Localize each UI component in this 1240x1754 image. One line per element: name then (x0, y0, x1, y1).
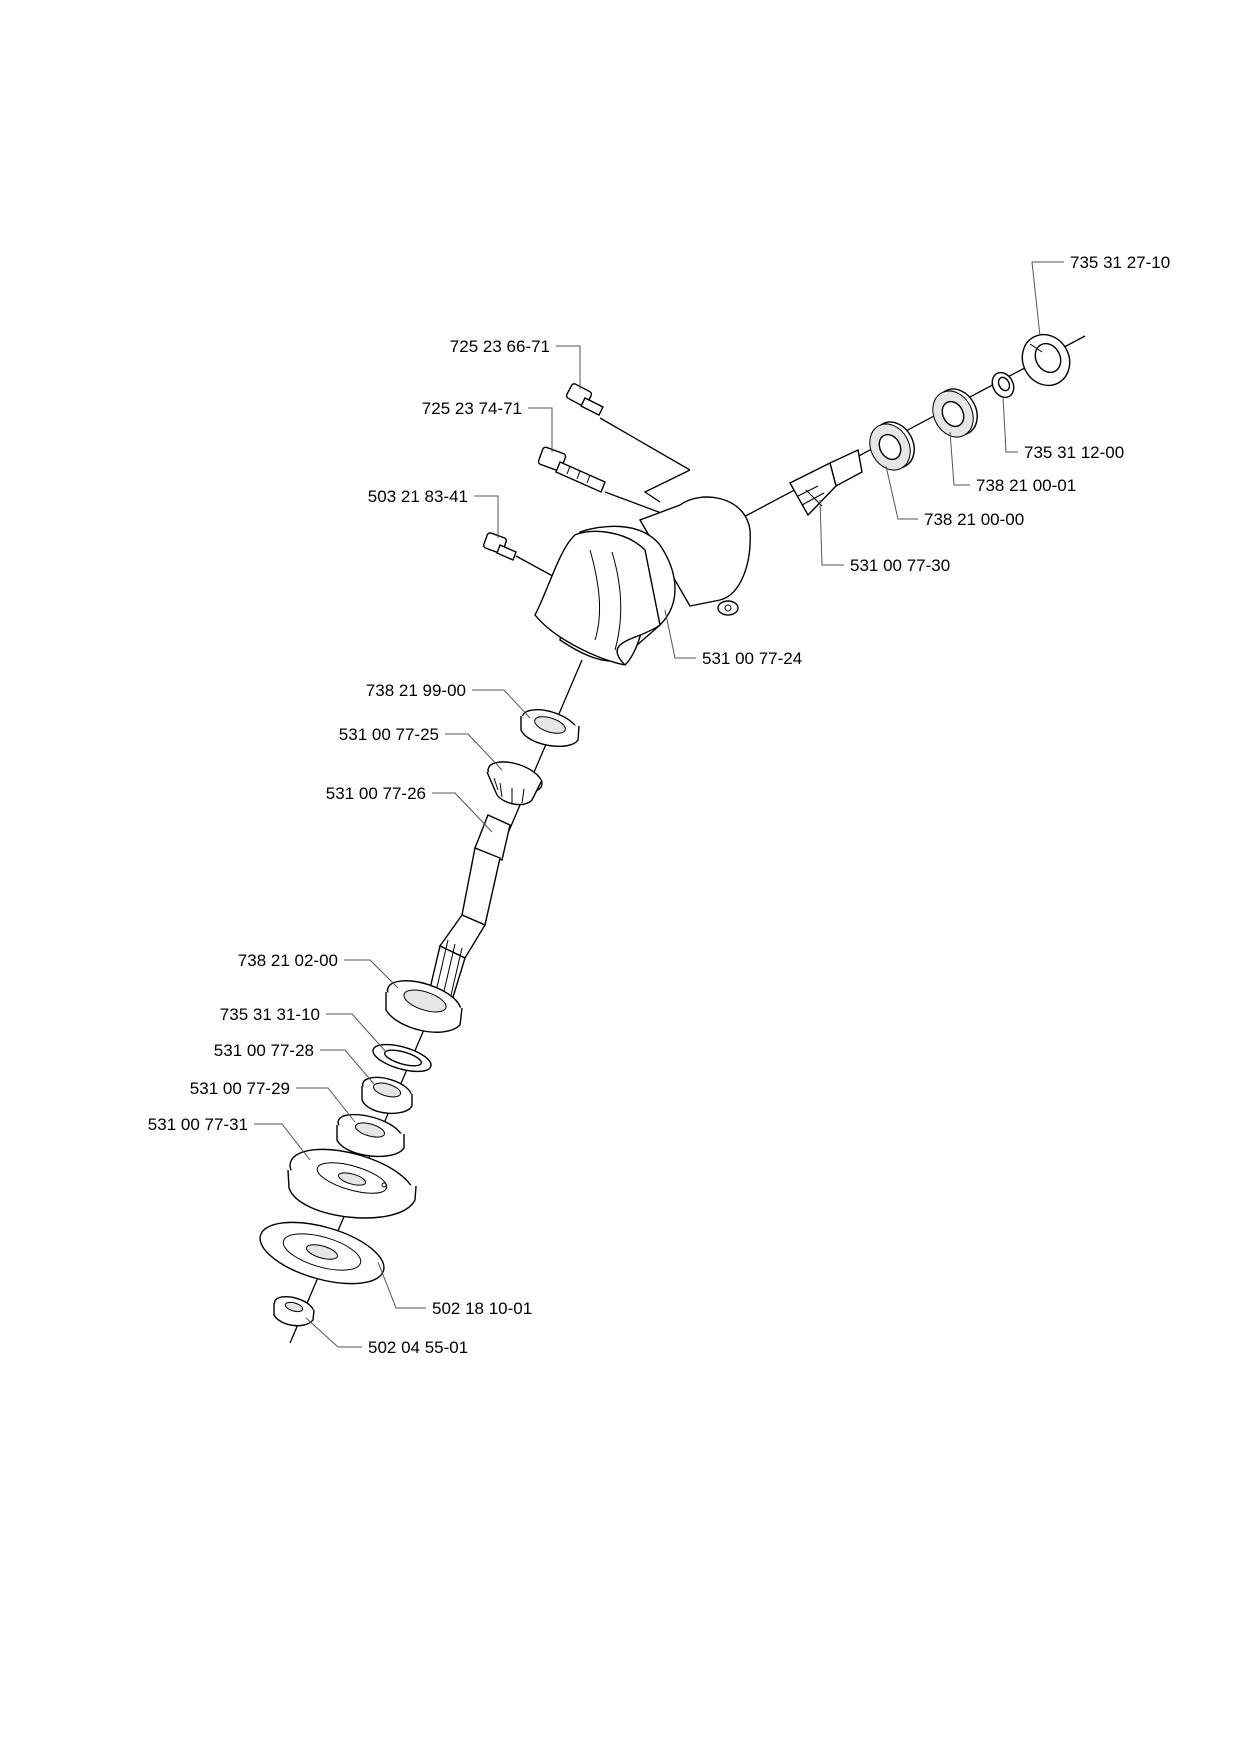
bolt-725-23-66-71-part (565, 383, 604, 416)
bevel-gear-part (486, 761, 543, 806)
label-738-21-02-00: 738 21 02-00 (238, 951, 338, 970)
leader-735-31-27-10 (1031, 261, 1064, 337)
label-735-31-27-10: 735 31 27-10 (1070, 253, 1170, 272)
leader-lines (254, 261, 1064, 1348)
leader-738-21-99-00 (472, 689, 531, 719)
label-531-00-77-25: 531 00 77-25 (339, 725, 439, 744)
leader-735-31-31-10 (326, 1013, 387, 1053)
leader-738-21-00-01 (949, 431, 970, 486)
label-531-00-77-24: 531 00 77-24 (702, 649, 802, 668)
spacer-531-00-77-28-part (361, 1076, 413, 1115)
gear-housing-part (534, 496, 751, 666)
bearing-738-21-99-00-part (520, 709, 580, 747)
leader-725-23-74-71 (528, 407, 553, 452)
bearing-lower-part (869, 421, 915, 471)
leader-531-00-77-25 (445, 733, 503, 771)
leader-502-04-55-01 (305, 1317, 362, 1348)
nut-part (273, 1296, 315, 1327)
leader-738-21-00-00 (885, 465, 918, 520)
label-531-00-77-28: 531 00 77-28 (214, 1041, 314, 1060)
bolt-725-23-74-71-part (537, 446, 606, 493)
label-531-00-77-29: 531 00 77-29 (190, 1079, 290, 1098)
label-503-21-83-41: 503 21 83-41 (368, 487, 468, 506)
parts (259, 333, 1071, 1327)
label-725-23-66-71: 725 23 66-71 (450, 337, 550, 356)
label-725-23-74-71: 725 23 74-71 (422, 399, 522, 418)
washer-small-part (991, 371, 1015, 399)
spacer-531-00-77-29-part (336, 1113, 405, 1158)
circlip-lower-part (372, 1043, 432, 1073)
label-531-00-77-30: 531 00 77-30 (850, 556, 950, 575)
bevel-pinion-part (789, 448, 863, 517)
leader-531-00-77-28 (320, 1049, 375, 1085)
label-738-21-00-00: 738 21 00-00 (924, 510, 1024, 529)
circlip-large-part (1021, 333, 1071, 387)
label-531-00-77-31: 531 00 77-31 (148, 1115, 248, 1134)
leader-738-21-02-00 (344, 959, 399, 989)
support-cup-part (287, 1148, 417, 1219)
leader-531-00-77-31 (254, 1123, 311, 1161)
label-502-04-55-01: 502 04 55-01 (368, 1338, 468, 1357)
part-labels: 735 31 27-10 725 23 66-71 725 23 74-71 7… (148, 253, 1170, 1357)
leader-725-23-66-71 (556, 345, 581, 389)
leader-531-00-77-29 (296, 1087, 356, 1123)
leader-531-00-77-26 (432, 792, 493, 833)
leader-503-21-83-41 (474, 495, 499, 538)
bearing-upper-part (932, 388, 978, 438)
label-502-18-10-01: 502 18 10-01 (432, 1299, 532, 1318)
leader-735-31-12-00 (1002, 395, 1018, 453)
label-531-00-77-26: 531 00 77-26 (326, 784, 426, 803)
leader-531-00-77-24 (664, 609, 696, 659)
label-735-31-31-10: 735 31 31-10 (220, 1005, 320, 1024)
leader-531-00-77-30 (819, 499, 844, 566)
label-738-21-99-00: 738 21 99-00 (366, 681, 466, 700)
blade-washer-part (259, 1221, 385, 1285)
bolt-axis-1 (599, 417, 691, 471)
leader-502-18-10-01 (377, 1261, 426, 1309)
bolt-axis-1-jog (643, 469, 691, 503)
label-735-31-12-00: 735 31 12-00 (1024, 443, 1124, 462)
bolt-503-21-83-41-part (483, 532, 517, 561)
label-738-21-00-01: 738 21 00-01 (976, 476, 1076, 495)
bearing-738-21-02-00-part (385, 980, 463, 1033)
